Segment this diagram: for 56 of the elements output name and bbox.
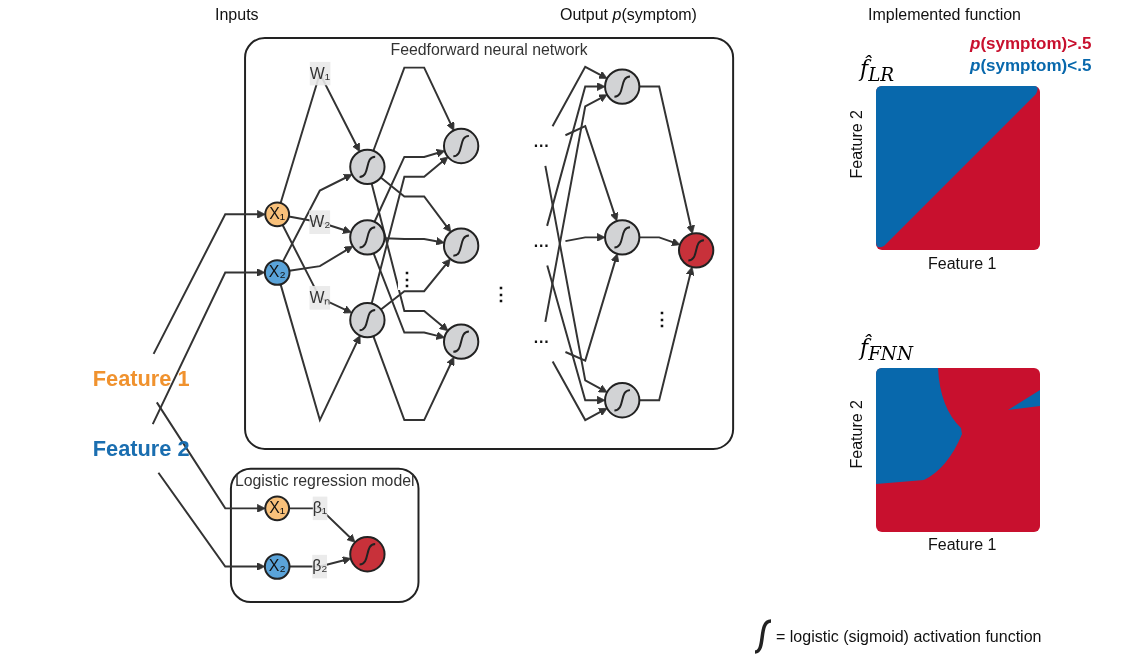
ellipsis-marker: ··· — [533, 236, 550, 254]
column-heading: Inputs — [215, 6, 259, 24]
axis-label: Feature 2 — [848, 110, 866, 179]
arrow — [370, 182, 449, 332]
arrow — [157, 471, 266, 571]
sigmoid-neuron — [443, 127, 480, 165]
arrow — [551, 360, 608, 422]
legend-text: p(symptom)>.5 — [970, 34, 1092, 54]
arrow — [546, 264, 606, 405]
input-node: X₁ — [264, 201, 291, 228]
function-title: f̂$_{FNN}$ — [860, 335, 913, 365]
arrow — [279, 283, 361, 423]
sigmoid-neuron — [443, 323, 480, 360]
arrow — [372, 335, 455, 422]
arrow — [544, 164, 608, 393]
column-heading: Implemented function — [868, 6, 1021, 24]
arrow — [379, 258, 451, 311]
arrow — [152, 210, 266, 355]
sigmoid-neuron — [349, 148, 386, 185]
arrow — [551, 65, 608, 128]
arrow — [379, 176, 452, 233]
sigmoid-neuron — [604, 382, 641, 419]
ellipsis-marker: ··· — [533, 137, 550, 154]
sigmoid-neuron — [349, 301, 386, 339]
arrow — [372, 66, 455, 152]
arrow — [155, 401, 266, 513]
sigmoid-neuron — [443, 227, 480, 264]
sigmoid-neuron — [678, 232, 715, 269]
ellipsis-marker: ··· — [533, 332, 550, 350]
legend-text: = logistic (sigmoid) activation function — [776, 628, 1042, 646]
input-node: X₂ — [263, 259, 291, 286]
axis-label: Feature 1 — [928, 255, 997, 273]
arrow — [564, 233, 606, 243]
arrow — [281, 174, 353, 263]
arrow — [373, 148, 446, 223]
arrow — [546, 82, 606, 227]
sigmoid-neuron — [604, 68, 641, 105]
arrow — [564, 253, 620, 362]
arrow — [544, 94, 608, 323]
input-node: X₂ — [263, 553, 291, 580]
axis-label: Feature 2 — [848, 400, 866, 469]
arrow — [370, 156, 449, 305]
legend-text: p(symptom)<.5 — [970, 56, 1092, 76]
input-node: X₁ — [264, 495, 291, 522]
feature-label: Feature 2 — [92, 436, 190, 461]
arrow — [151, 268, 266, 426]
axis-label: Feature 1 — [928, 536, 997, 554]
sigmoid-neuron — [349, 536, 386, 573]
function-title: f̂$_{LR}$ — [860, 56, 895, 86]
arrow — [564, 124, 619, 222]
sigmoid-neuron — [349, 219, 386, 256]
arrow — [372, 252, 445, 340]
column-heading: Output p(symptom) — [560, 6, 697, 24]
sigmoid-neuron — [604, 219, 641, 256]
feature-label: Feature 1 — [92, 365, 190, 391]
arrow — [281, 224, 353, 314]
